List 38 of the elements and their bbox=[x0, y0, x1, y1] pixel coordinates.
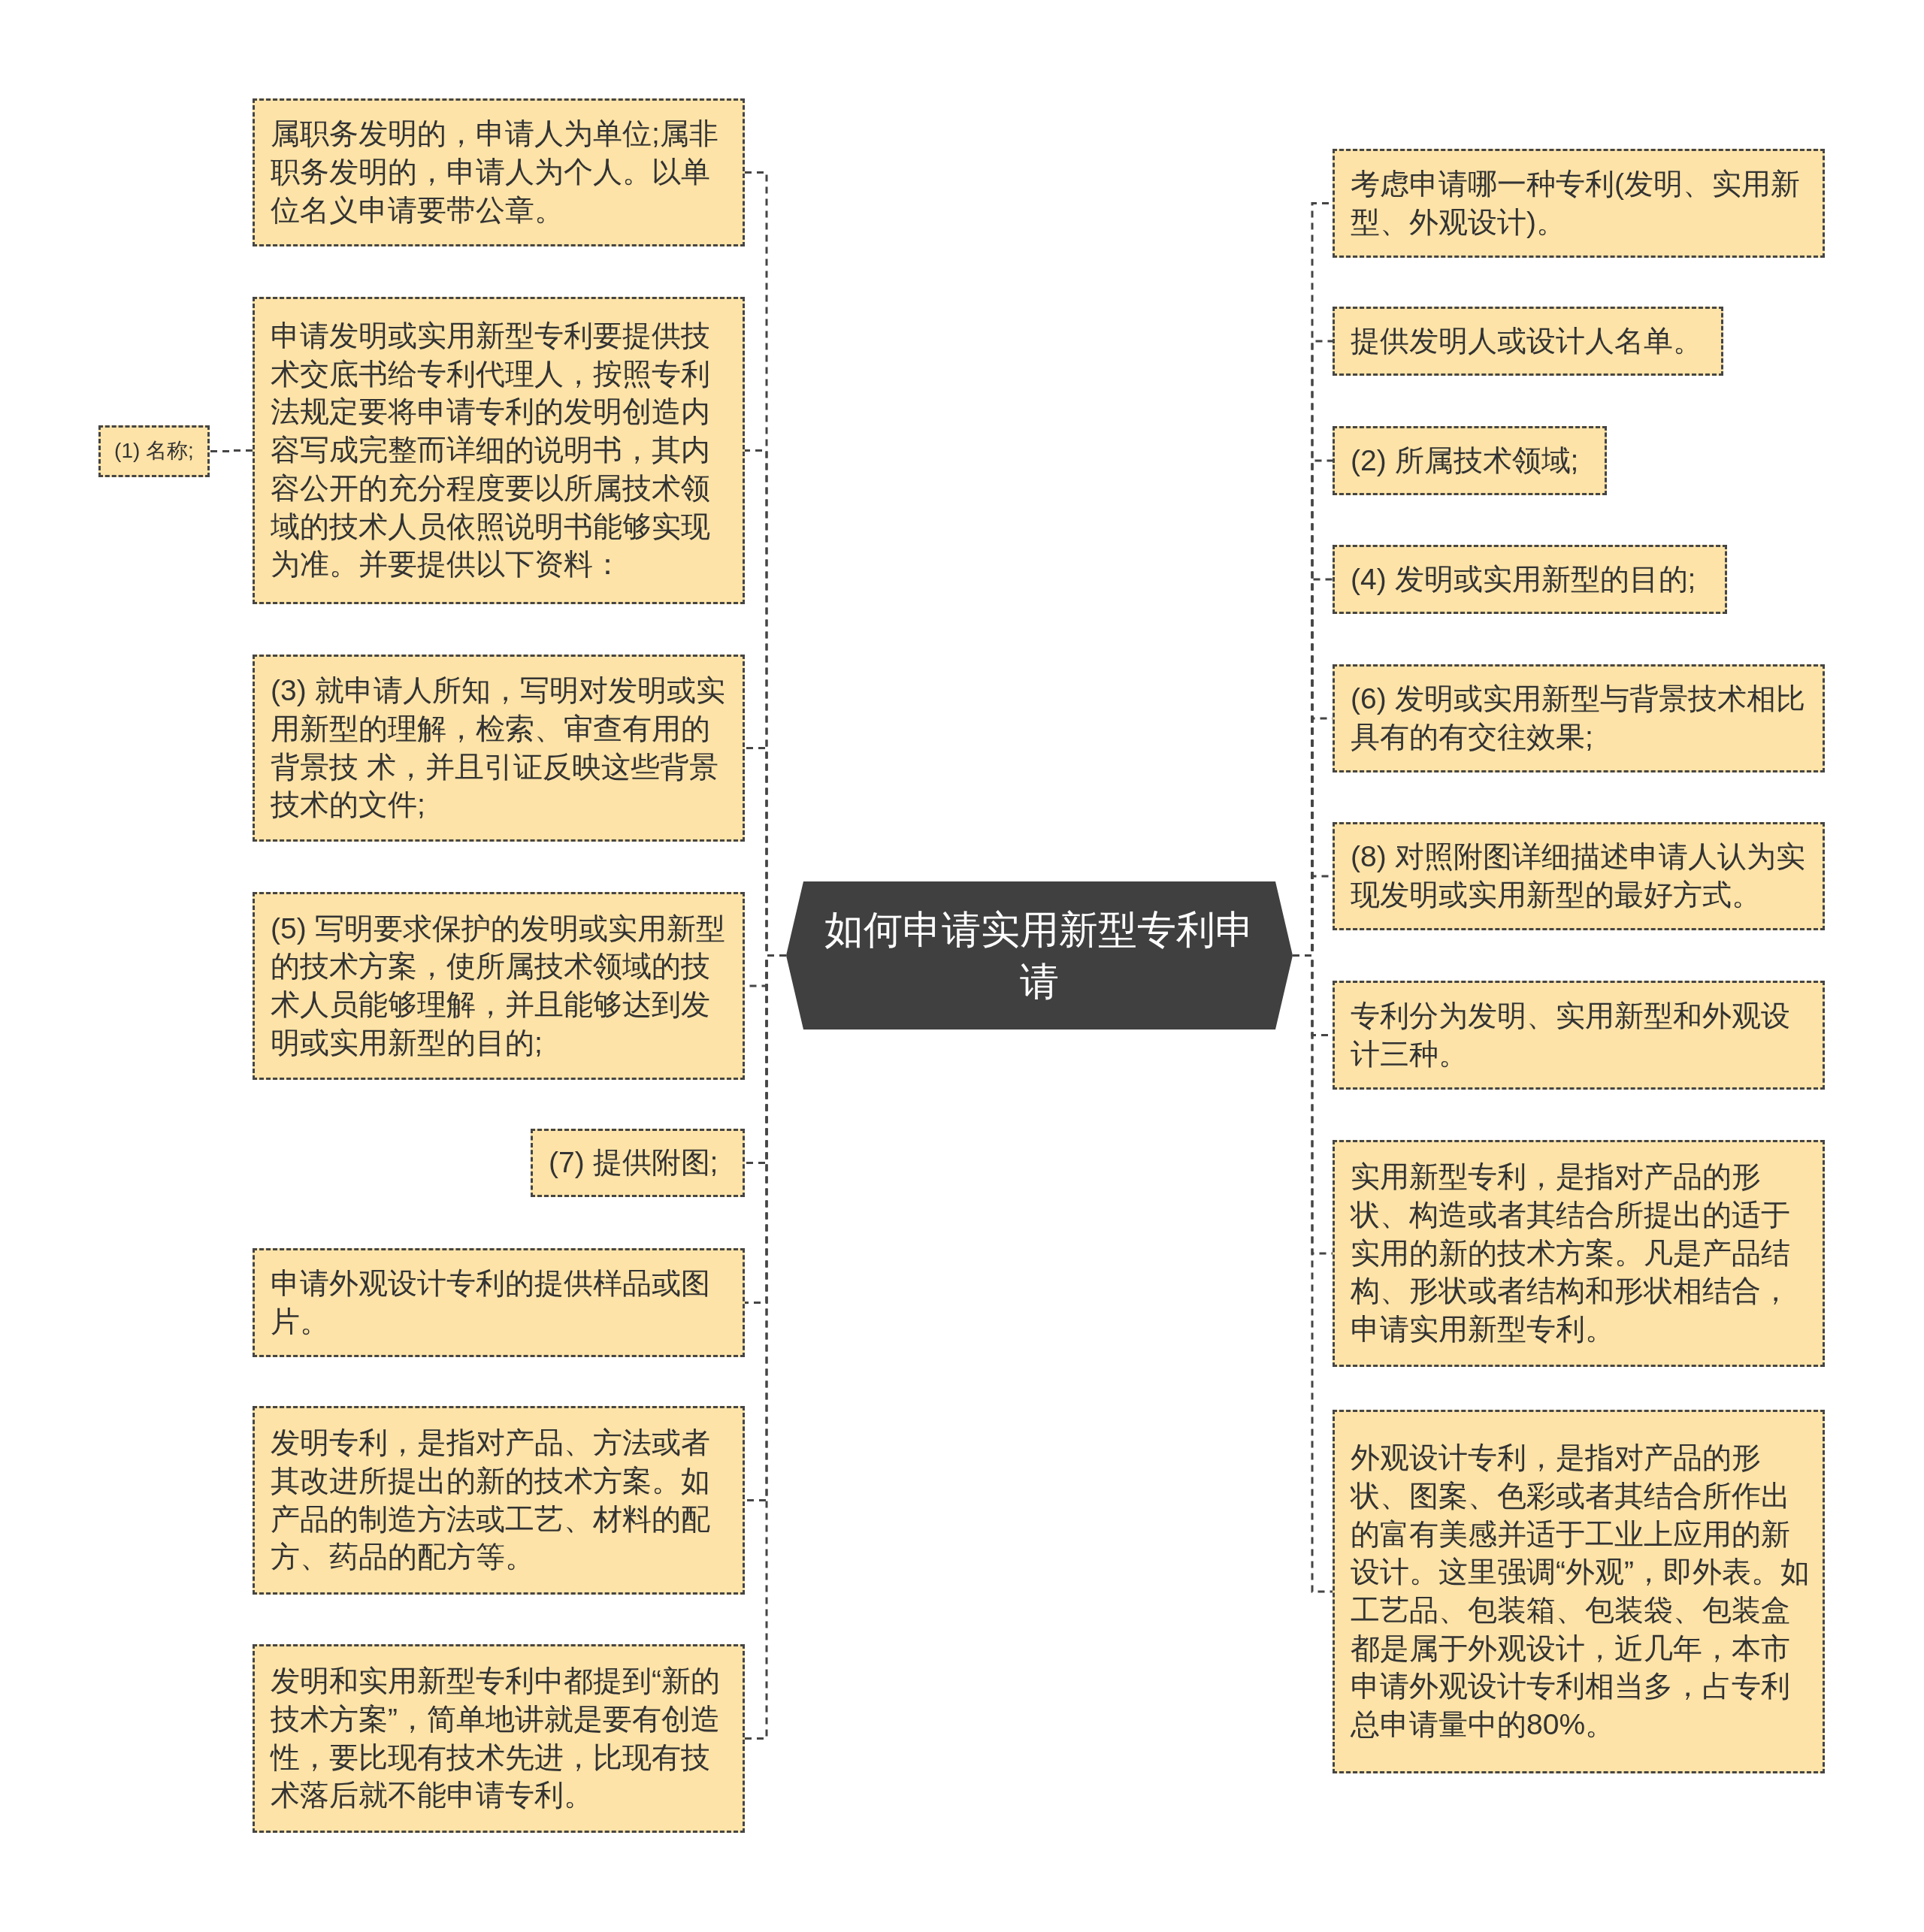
note-box bbox=[253, 655, 745, 842]
note-box bbox=[1333, 426, 1607, 495]
note-text: 发明专利，是指对产品、方法或者其改进所提出的新的技术方案。如产品的制造方法或工艺、材料的配方、药品的配方等。 bbox=[271, 1426, 711, 1575]
note-box bbox=[253, 1406, 745, 1595]
note-text: (1) 名称; bbox=[114, 438, 194, 464]
note-box bbox=[253, 98, 745, 246]
note-text: 考虑申请哪一种专利(发明、实用新型、外观设计)。 bbox=[1351, 166, 1801, 240]
note-text: (3) 就申请人所知，写明对发明或实用新型的理解，检索、审查有用的背景技 术，并且引证反映这些背景技术的文件; bbox=[271, 673, 726, 823]
connector-line bbox=[210, 449, 253, 452]
note-text: (7) 提供附图; bbox=[549, 1145, 718, 1181]
note-box bbox=[1333, 664, 1825, 772]
note-text: 提供发明人或设计人名单。 bbox=[1351, 323, 1702, 358]
note-box bbox=[253, 892, 745, 1080]
note-box bbox=[1333, 822, 1825, 930]
note-text: (2) 所属技术领域; bbox=[1351, 443, 1579, 478]
note-text: 属职务发明的，申请人为单位;属非职务发明的，申请人为个人。以单位名义申请要带公章。 bbox=[271, 116, 719, 228]
note-text: 申请外观设计专利的提供样品或图片。 bbox=[271, 1265, 711, 1339]
note-text: (6) 发明或实用新型与背景技术相比具有的有交往效果; bbox=[1351, 682, 1806, 754]
note-text: (4) 发明或实用新型的目的; bbox=[1351, 561, 1696, 597]
note-box bbox=[98, 425, 210, 477]
note-text: 申请发明或实用新型专利要提供技术交底书给专利代理人，按照专利法规定要将申请专利的发明创造内容写成完整而详细的说明书，其内容公开的充分程度要以所属技术领域的技术人员依照说明书能够实现为准。并要提供以下资料： bbox=[271, 319, 711, 582]
note-box bbox=[253, 1248, 745, 1357]
central-topic-text: 如何申请实用新型专利申请 bbox=[824, 906, 1255, 1005]
note-text: 实用新型专利，是指对产品的形状、构造或者其结合所提出的适于实用的新的技术方案。凡是产品结构、形状或者结构和形状相结合，申请实用新型专利。 bbox=[1351, 1160, 1791, 1347]
note-text: (5) 写明要求保护的发明或实用新型的技术方案，使所属技术领域的技术人员能够理解，并且能够达到发明或实用新型的目的; bbox=[271, 911, 726, 1060]
note-text: 外观设计专利，是指对产品的形状、图案、色彩或者其结合所作出的富有美感并适于工业上应用的新设计。这里强调“外观”，即外表。如工艺品、包装箱、包装袋、包装盒都是属于外观设计，近几年，本市申请外观设计专利相当多，占专利总申请量中的80%。 bbox=[1351, 1441, 1811, 1743]
note-text: 专利分为发明、实用新型和外观设计三种。 bbox=[1351, 998, 1791, 1072]
note-box bbox=[253, 1644, 745, 1833]
note-box bbox=[1333, 307, 1723, 376]
note-text: (8) 对照附图详细描述申请人认为实现发明或实用新型的最好方式。 bbox=[1351, 839, 1806, 912]
note-box bbox=[1333, 1140, 1825, 1367]
note-box bbox=[1333, 1410, 1825, 1773]
note-box bbox=[1333, 149, 1825, 258]
note-box bbox=[531, 1129, 745, 1197]
note-box bbox=[253, 297, 745, 604]
note-text: 发明和实用新型专利中都提到“新的技术方案”，简单地讲就是要有创造性，要比现有技术先进，比现有技术落后就不能申请专利。 bbox=[271, 1664, 721, 1813]
note-box bbox=[1333, 545, 1727, 614]
note-box bbox=[1333, 981, 1825, 1090]
